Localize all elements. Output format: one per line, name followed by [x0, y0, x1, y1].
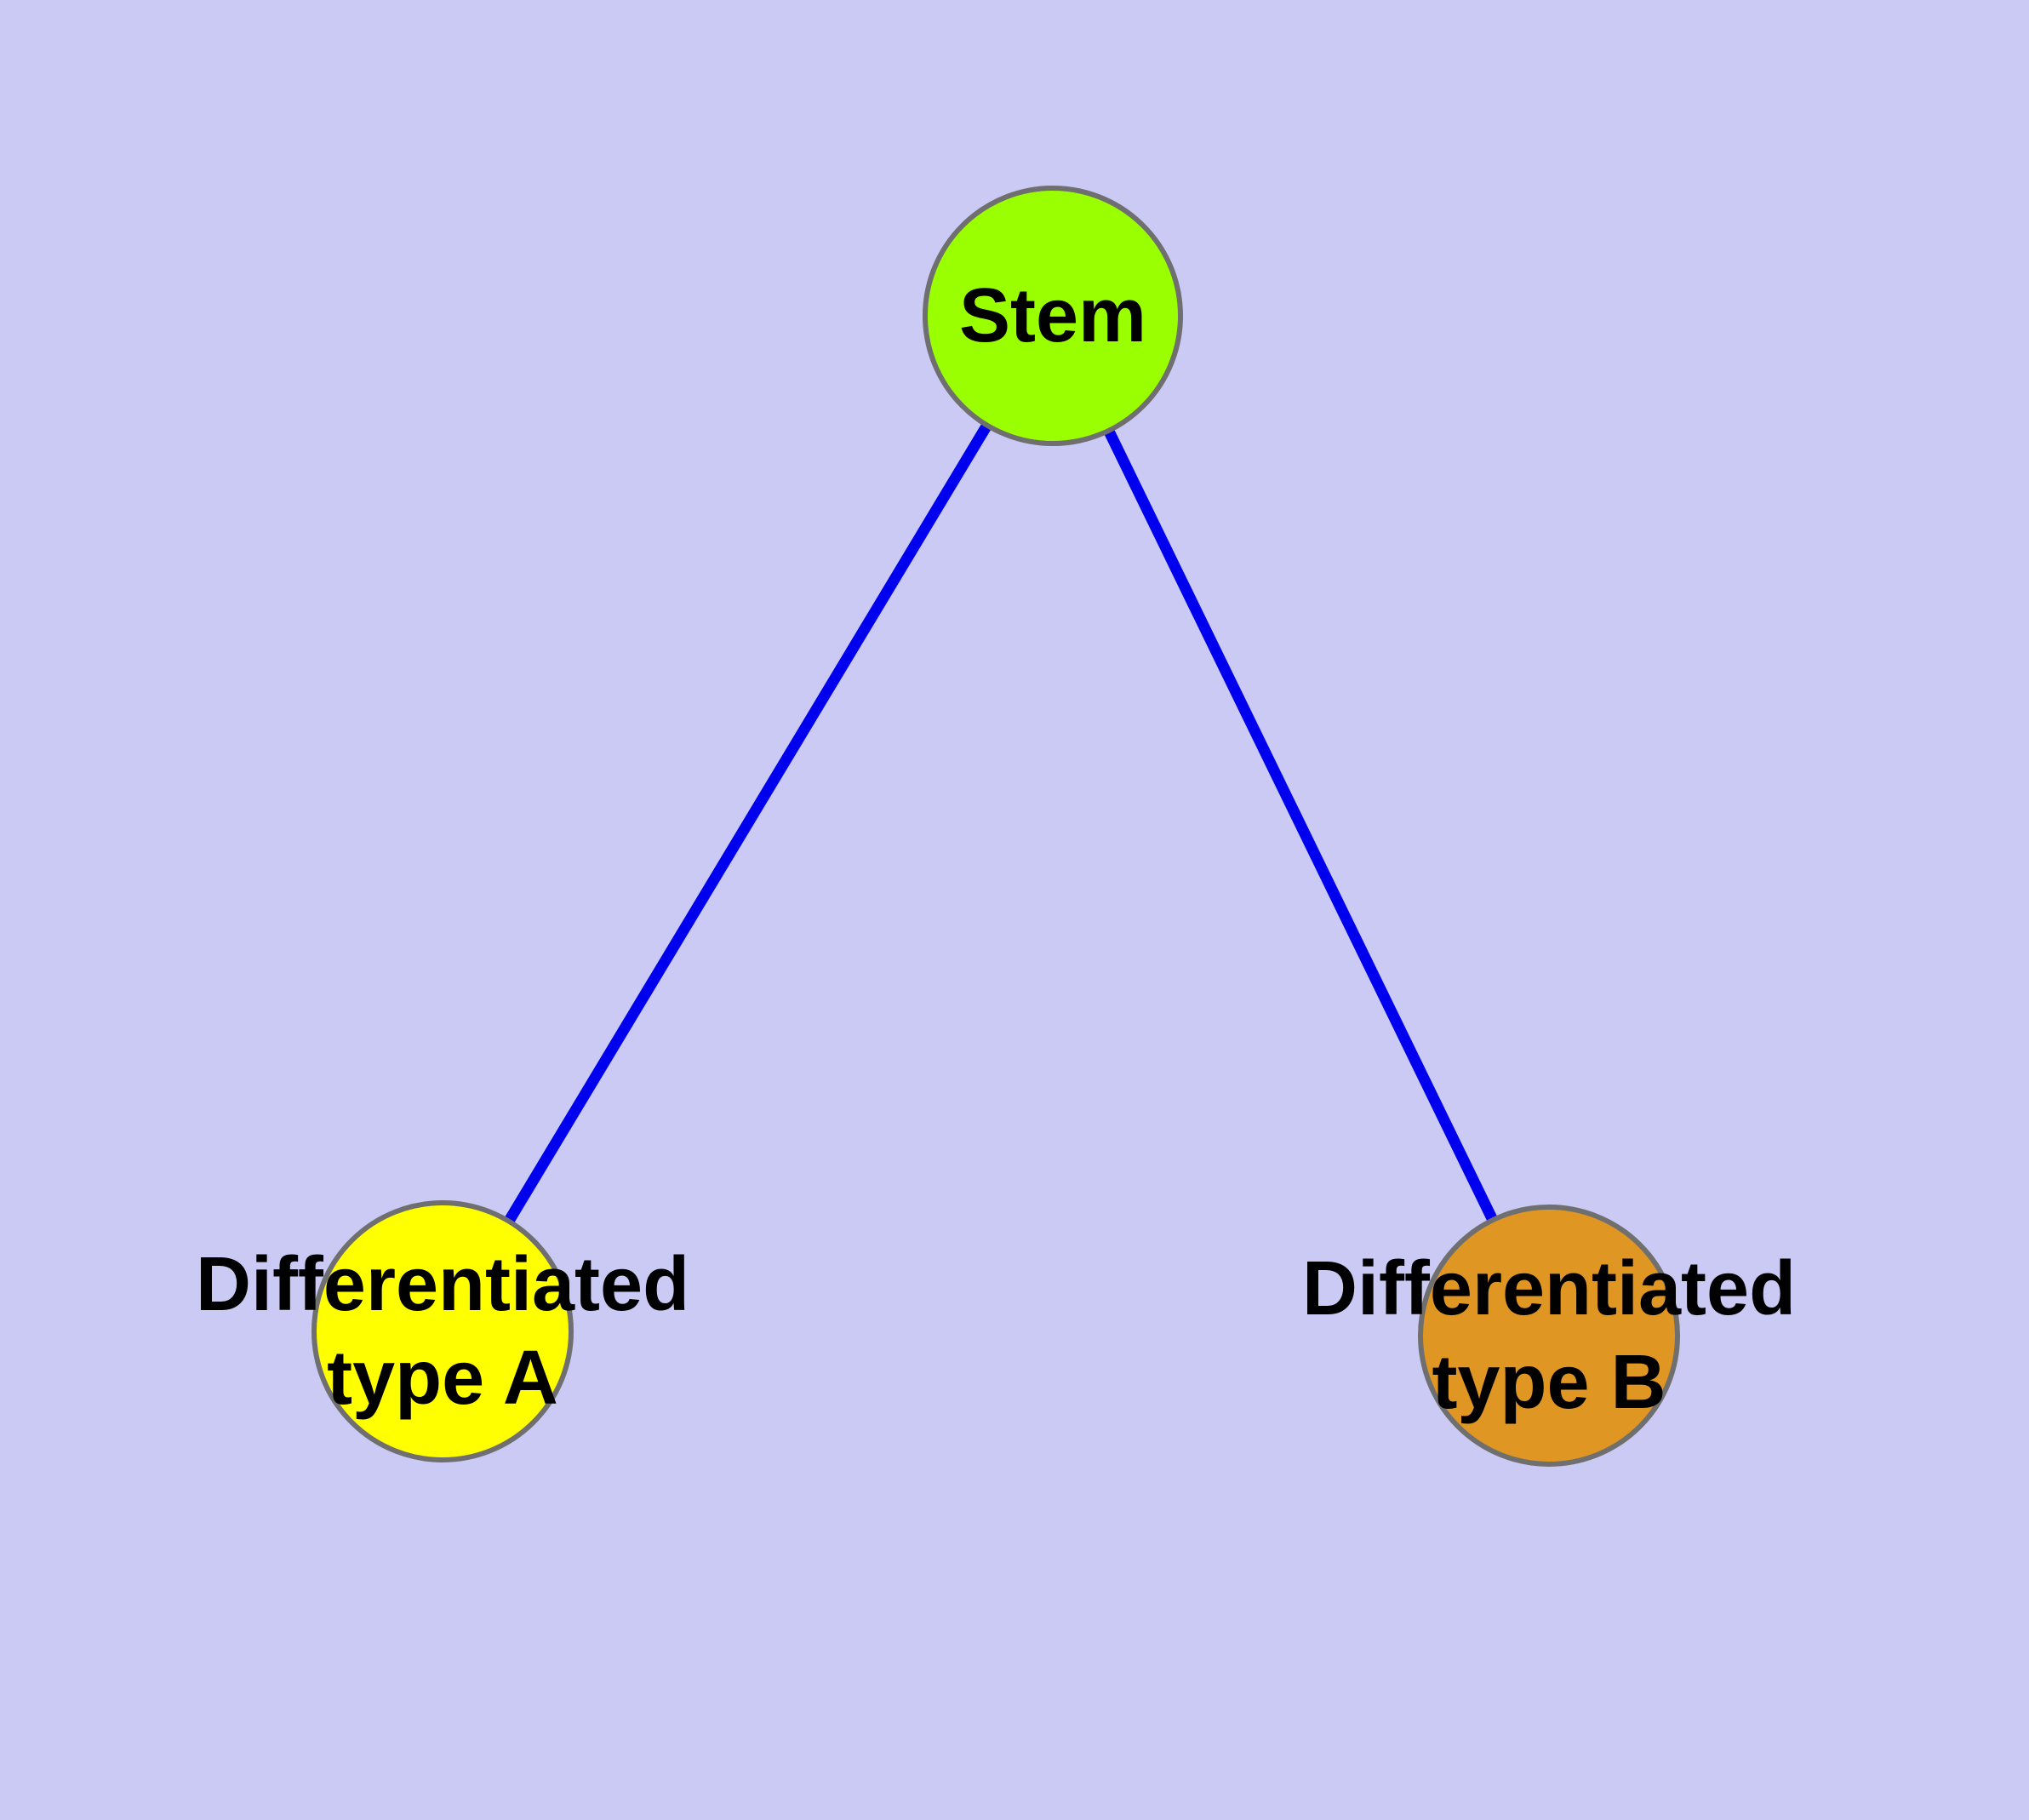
- node-diff-type-b-circle: [1418, 1205, 1680, 1467]
- node-stem-circle: [923, 186, 1183, 446]
- edge-stem-diff-type-a: [437, 312, 1058, 1335]
- node-diff-type-a-circle: [311, 1200, 574, 1462]
- edge-stem-diff-type-b: [1048, 313, 1554, 1338]
